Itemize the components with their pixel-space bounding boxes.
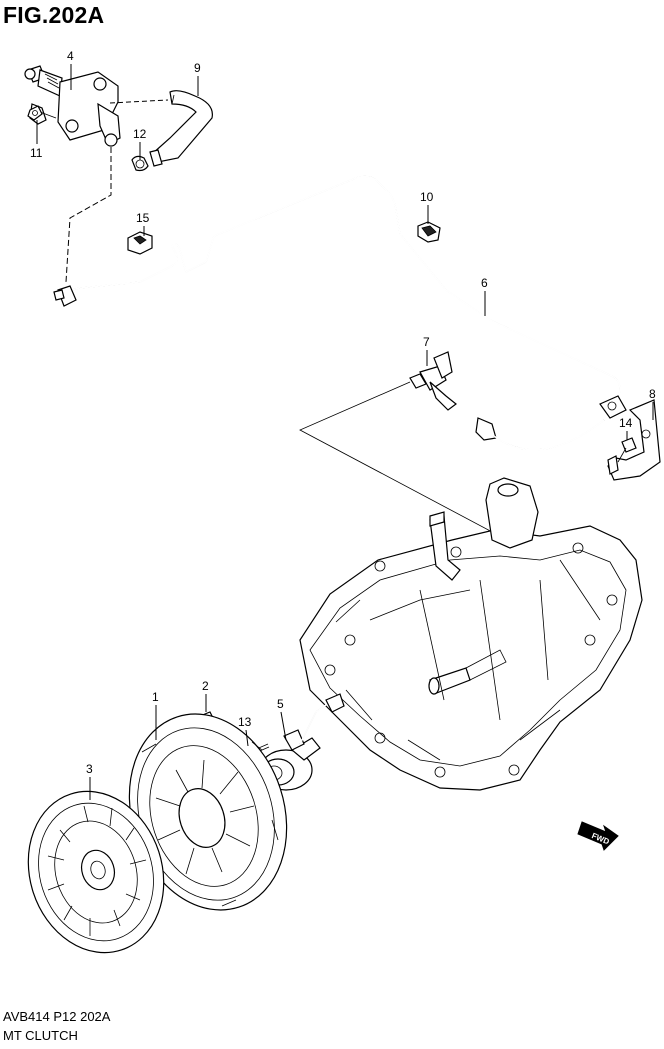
callout-11: 11 [30, 120, 43, 160]
pipe-clamp [127, 231, 153, 255]
callout-14: 14 [619, 416, 633, 440]
clutch-pipe [53, 175, 621, 401]
clutch-disc [27, 790, 165, 954]
callout-13: 13 [238, 715, 252, 747]
svg-text:9: 9 [194, 61, 201, 75]
callout-15: 15 [136, 211, 150, 236]
callout-12: 12 [133, 127, 147, 160]
fwd-arrow-icon: FWD [577, 821, 619, 851]
clutch-hose [409, 351, 627, 451]
svg-text:5: 5 [277, 697, 284, 711]
hose-bracket [607, 399, 661, 481]
callout-2: 2 [202, 679, 209, 712]
callout-1: 1 [152, 690, 159, 740]
svg-text:14: 14 [619, 416, 633, 430]
nut [27, 105, 43, 121]
svg-text:11: 11 [30, 146, 43, 160]
svg-text:6: 6 [481, 276, 488, 290]
svg-text:10: 10 [420, 190, 434, 204]
pipe-clamp-upper [417, 221, 441, 243]
callout-4: 4 [67, 49, 74, 90]
bracket-bolt [617, 437, 637, 463]
svg-text:8: 8 [649, 387, 656, 401]
callout-3: 3 [86, 762, 93, 800]
hose-clip [131, 155, 149, 172]
callout-7: 7 [423, 335, 430, 366]
callout-8: 8 [649, 387, 656, 420]
svg-text:3: 3 [86, 762, 93, 776]
svg-text:7: 7 [423, 335, 430, 349]
svg-text:12: 12 [133, 127, 147, 141]
master-cylinder [24, 65, 121, 147]
svg-text:4: 4 [67, 49, 74, 63]
svg-text:1: 1 [152, 690, 159, 704]
clutch-cover [128, 713, 288, 911]
reservoir-hose [149, 90, 213, 167]
figure-code: AVB414 P12 202A [3, 1009, 111, 1024]
callout-6: 6 [481, 276, 488, 316]
svg-text:15: 15 [136, 211, 150, 225]
callout-10: 10 [420, 190, 434, 224]
figure-title: FIG.202A [3, 2, 105, 28]
figure-name: MT CLUTCH [3, 1028, 78, 1043]
callout-5: 5 [277, 697, 287, 741]
callout-9: 9 [194, 61, 201, 96]
transmission-case [299, 477, 643, 791]
svg-text:13: 13 [238, 715, 252, 729]
svg-text:2: 2 [202, 679, 209, 693]
